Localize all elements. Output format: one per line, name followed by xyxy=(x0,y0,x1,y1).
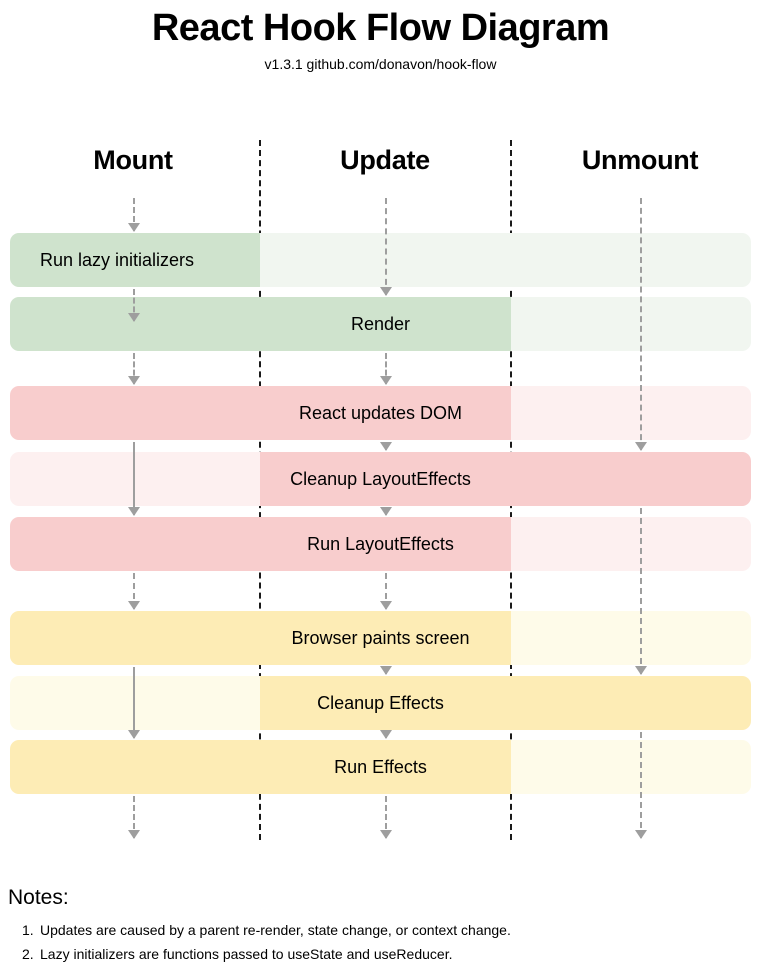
note-item: 1. Updates are caused by a parent re-rend… xyxy=(22,920,511,940)
arrow-shaft xyxy=(385,353,387,384)
arrow-shaft xyxy=(133,442,135,515)
arrow-head-icon xyxy=(380,730,392,739)
arrow-head-icon xyxy=(380,442,392,451)
arrow-head-icon xyxy=(128,830,140,839)
flow-cell-render-update xyxy=(260,297,511,351)
arrow-shaft xyxy=(385,796,387,838)
flow-cell-cleanup-layouteffects-update xyxy=(260,452,511,506)
flow-row-render: Render xyxy=(10,297,751,351)
flow-cell-run-layouteffects-unmount xyxy=(511,517,751,571)
flow-cell-browser-paints-screen-unmount xyxy=(511,611,751,665)
flow-row-cleanup-layouteffects: Cleanup LayoutEffects xyxy=(10,452,751,506)
flow-cell-browser-paints-screen-mount xyxy=(10,611,260,665)
arrow-shaft xyxy=(133,353,135,384)
arrow-head-icon xyxy=(128,376,140,385)
arrow-head-icon xyxy=(380,830,392,839)
arrow-shaft xyxy=(133,796,135,838)
flow-cell-cleanup-layouteffects-mount xyxy=(10,452,260,506)
flow-cell-react-updates-dom-update xyxy=(260,386,511,440)
flow-cell-run-layouteffects-mount xyxy=(10,517,260,571)
flow-cell-react-updates-dom-mount xyxy=(10,386,260,440)
flow-cell-run-effects-mount xyxy=(10,740,260,794)
note-item: 2. Lazy initializers are functions passed… xyxy=(22,944,452,964)
arrow-head-icon xyxy=(635,666,647,675)
note-number: 1. xyxy=(22,922,34,938)
arrow-head-icon xyxy=(380,601,392,610)
arrow-shaft xyxy=(640,508,642,674)
flow-cell-run-effects-update xyxy=(260,740,511,794)
arrow-shaft xyxy=(640,732,642,838)
flow-row-run-effects: Run Effects xyxy=(10,740,751,794)
arrow-head-icon xyxy=(128,507,140,516)
flow-row-cleanup-effects: Cleanup Effects xyxy=(10,676,751,730)
flow-cell-run-effects-unmount xyxy=(511,740,751,794)
flow-cell-render-mount xyxy=(10,297,260,351)
arrow-shaft xyxy=(385,198,387,295)
flow-cell-render-unmount xyxy=(511,297,751,351)
column-header-unmount: Unmount xyxy=(581,145,699,175)
note-text: Updates are caused by a parent re-render… xyxy=(40,922,511,938)
arrow-head-icon xyxy=(380,507,392,516)
arrow-head-icon xyxy=(128,730,140,739)
flow-cell-run-layouteffects-update xyxy=(260,517,511,571)
arrow-shaft xyxy=(640,198,642,450)
arrow-shaft xyxy=(133,573,135,609)
arrow-head-icon xyxy=(128,601,140,610)
arrow-head-icon xyxy=(380,666,392,675)
page-subtitle: v1.3.1 github.com/donavon/hook-flow xyxy=(264,56,497,72)
flow-cell-cleanup-effects-mount xyxy=(10,676,260,730)
column-header-update: Update xyxy=(340,145,430,175)
flow-cell-run-lazy-initializers-unmount xyxy=(511,233,751,287)
note-number: 2. xyxy=(22,946,34,962)
note-text: Lazy initializers are functions passed t… xyxy=(40,946,453,962)
page-title: React Hook Flow Diagram xyxy=(151,7,610,49)
arrow-head-icon xyxy=(128,313,140,322)
flow-cell-react-updates-dom-unmount xyxy=(511,386,751,440)
arrow-shaft xyxy=(133,198,135,231)
arrow-head-icon xyxy=(635,442,647,451)
arrow-shaft xyxy=(133,289,135,321)
flow-cell-cleanup-effects-unmount xyxy=(511,676,751,730)
column-header-mount: Mount xyxy=(93,145,173,175)
arrow-head-icon xyxy=(380,376,392,385)
arrow-shaft xyxy=(133,667,135,738)
flow-row-react-updates-dom: React updates DOM xyxy=(10,386,751,440)
arrow-shaft xyxy=(385,573,387,609)
flow-cell-run-lazy-initializers-mount xyxy=(10,233,260,287)
flow-row-run-layouteffects: Run LayoutEffects xyxy=(10,517,751,571)
flow-cell-browser-paints-screen-update xyxy=(260,611,511,665)
flow-cell-cleanup-effects-update xyxy=(260,676,511,730)
notes-title: Notes: xyxy=(8,886,69,909)
flow-cell-cleanup-layouteffects-unmount xyxy=(511,452,751,506)
arrow-head-icon xyxy=(635,830,647,839)
arrow-head-icon xyxy=(380,287,392,296)
arrow-head-icon xyxy=(128,223,140,232)
